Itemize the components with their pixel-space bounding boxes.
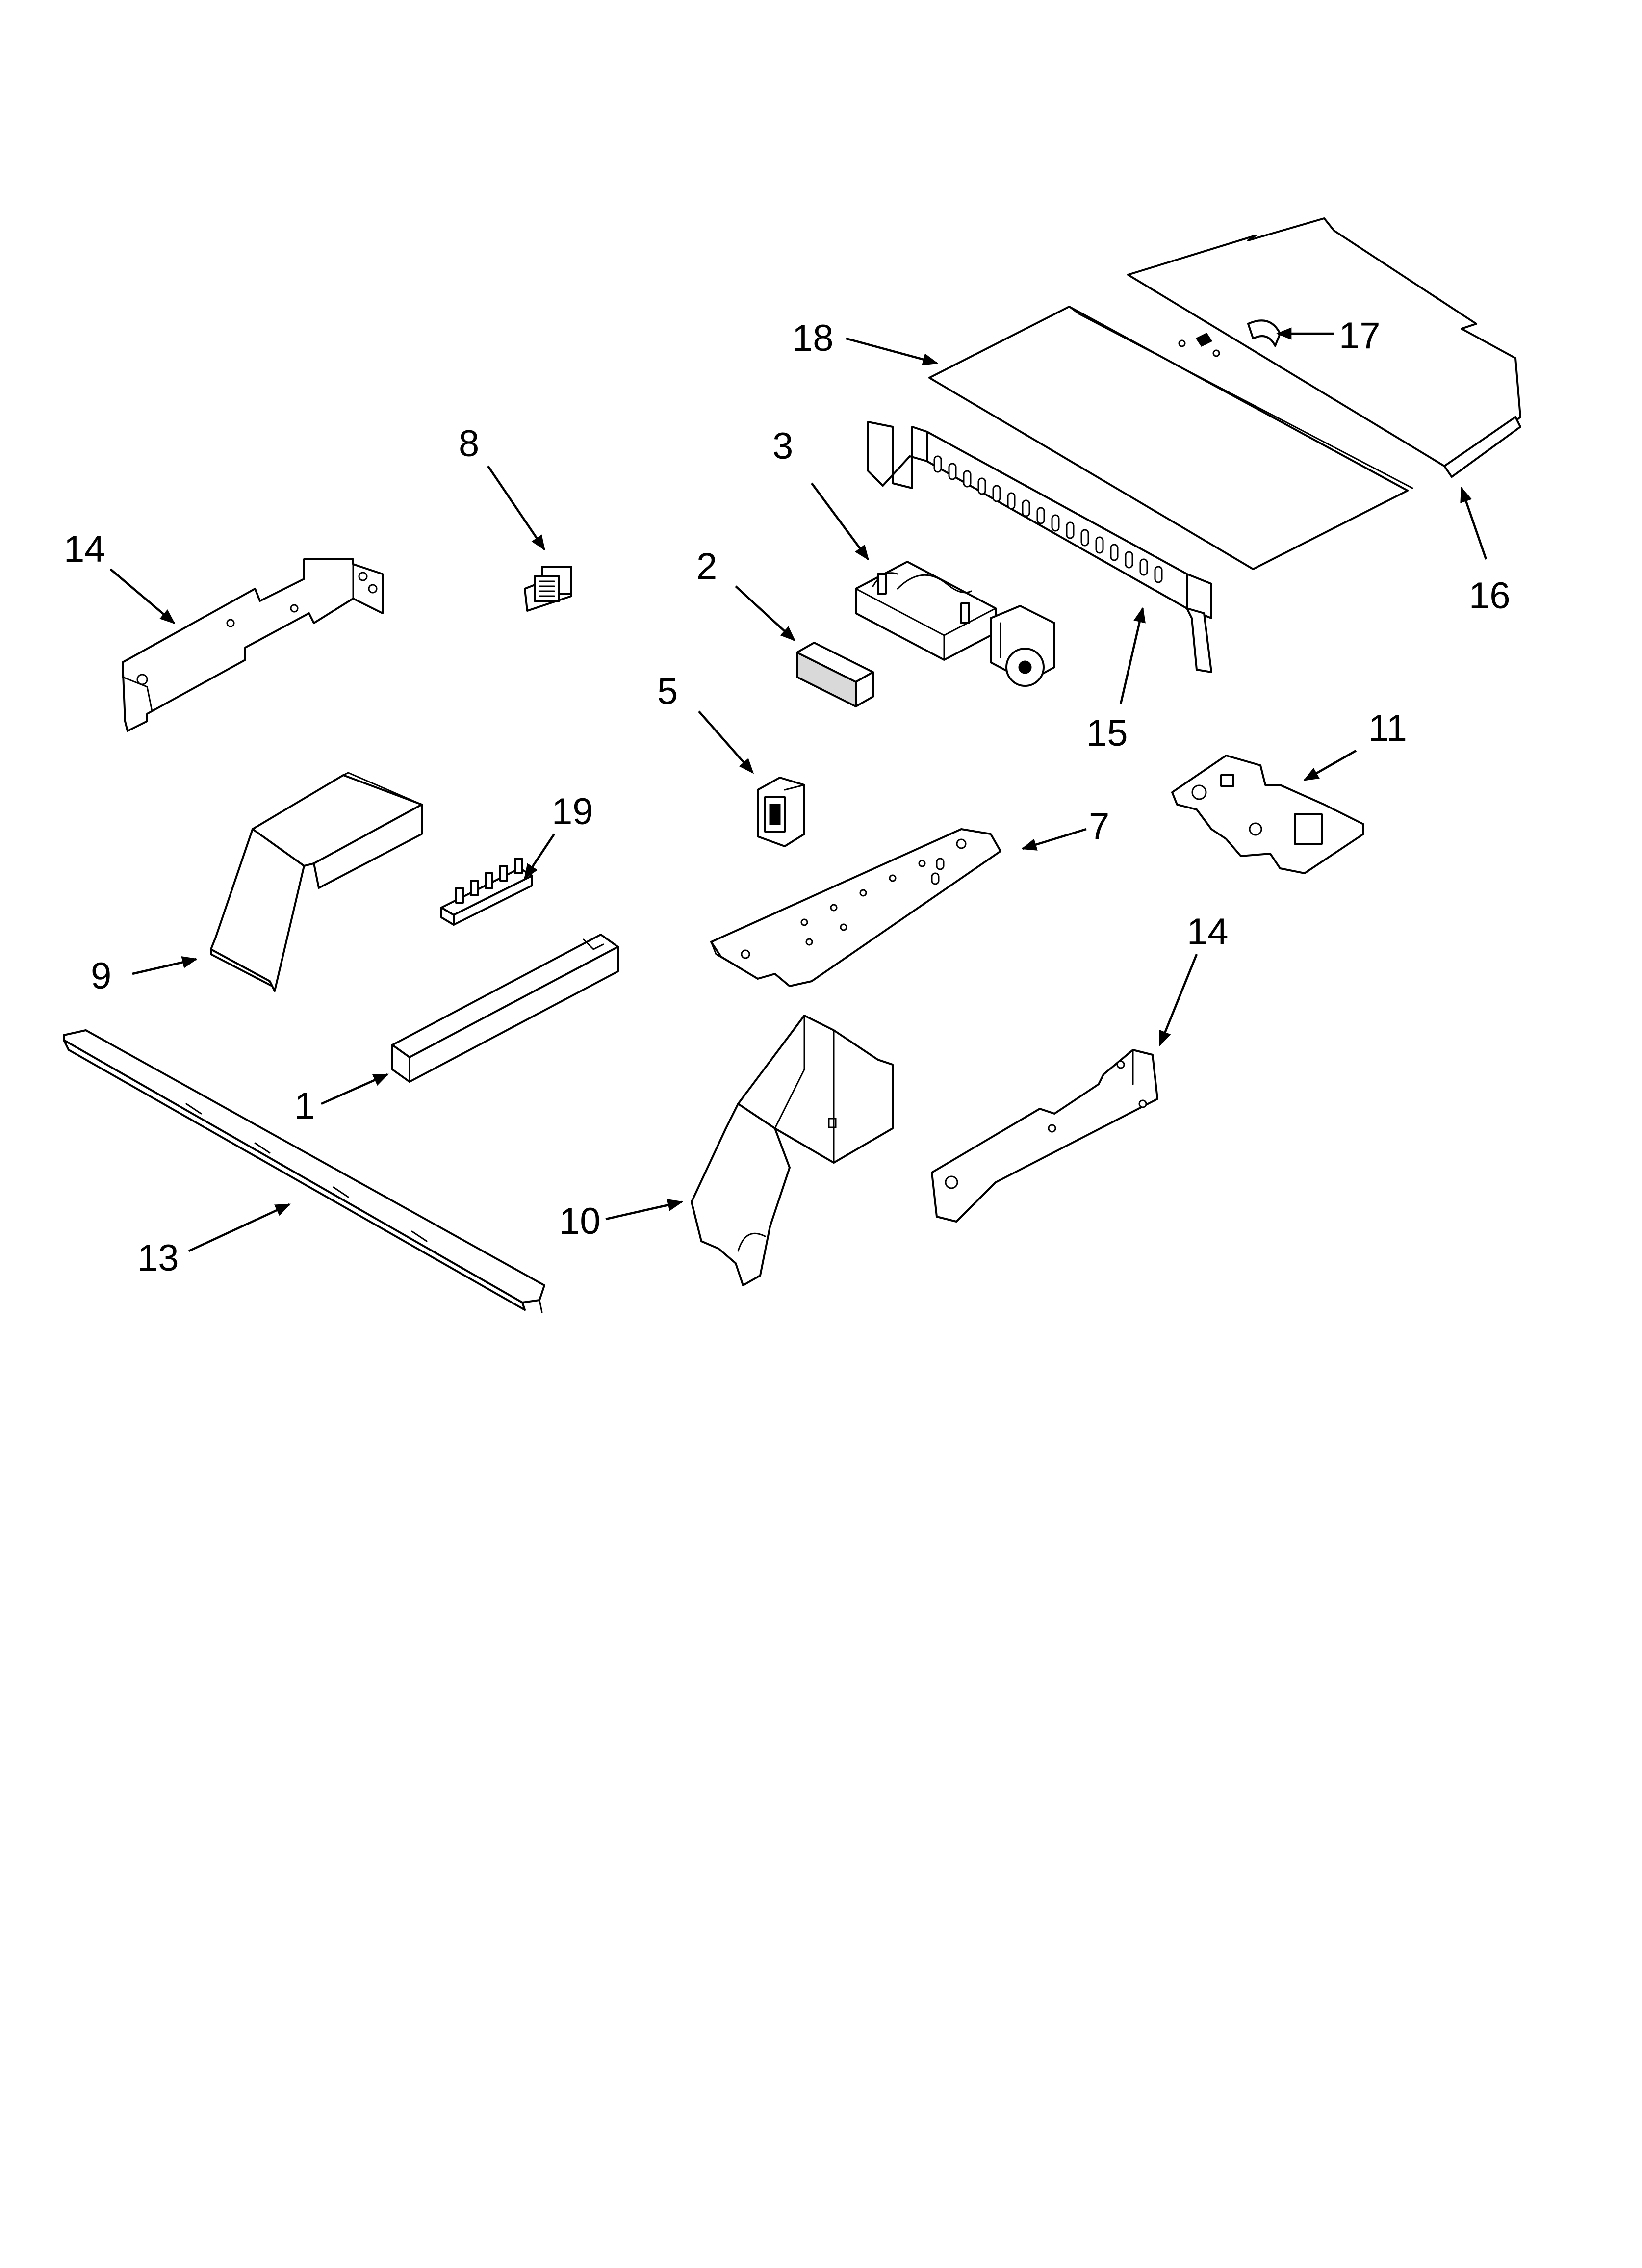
callout-19: 19 [552, 791, 593, 833]
rear-cover-part [1127, 217, 1521, 478]
leader-13 [188, 1203, 291, 1252]
leader-18 [846, 337, 939, 365]
transformer-part [524, 566, 572, 612]
callout-labels: 18 17 16 8 3 14 2 15 5 11 19 7 9 14 1 10… [64, 315, 1511, 1279]
side-bracket-right-part [931, 1049, 1158, 1223]
callout-18: 18 [792, 317, 834, 359]
insulation-block-part [796, 642, 874, 707]
callout-5: 5 [657, 671, 678, 712]
callout-17: 17 [1339, 315, 1381, 357]
leader-11 [1303, 750, 1357, 781]
vent-slots [933, 455, 1163, 583]
air-duct-part [210, 772, 423, 992]
switch-part [757, 777, 805, 847]
motor-bracket-assembly-part [855, 561, 1055, 687]
leader-14-right [1158, 954, 1198, 1046]
callout-9: 9 [91, 955, 111, 997]
leader-16 [1460, 487, 1488, 560]
mounting-plate-part [1171, 755, 1364, 874]
callout-3: 3 [772, 425, 793, 467]
callout-14-right: 14 [1187, 911, 1229, 953]
base-plate-part [710, 828, 1001, 987]
callout-10: 10 [559, 1200, 601, 1242]
duct-shroud-part [691, 1015, 894, 1286]
callout-11: 11 [1368, 707, 1407, 749]
leader-1 [321, 1073, 389, 1105]
terminal-block-part [440, 858, 533, 926]
callout-14-left: 14 [64, 528, 105, 570]
leader-8 [487, 465, 545, 551]
callout-1: 1 [294, 1085, 315, 1127]
side-bracket-left-part [122, 558, 384, 732]
callout-15: 15 [1086, 712, 1128, 754]
top-panel-part [928, 306, 1413, 570]
leader-2 [735, 585, 796, 642]
long-trim-rail-part [63, 1029, 545, 1313]
vented-channel-part [867, 421, 1212, 673]
leader-9 [132, 956, 198, 975]
leader-19 [524, 833, 555, 880]
leader-3 [811, 482, 869, 561]
leader-15 [1119, 606, 1146, 704]
callout-7: 7 [1089, 806, 1109, 847]
callout-13: 13 [137, 1237, 179, 1279]
spacer-channel-part [391, 934, 619, 1083]
leader-10 [605, 1199, 684, 1221]
callout-8: 8 [459, 423, 479, 465]
callout-16: 16 [1469, 575, 1511, 617]
callout-2: 2 [696, 546, 717, 587]
leader-14-left [109, 568, 176, 625]
leader-7 [1021, 828, 1087, 851]
leader-5 [698, 710, 754, 774]
leader-lines [109, 327, 1488, 1252]
